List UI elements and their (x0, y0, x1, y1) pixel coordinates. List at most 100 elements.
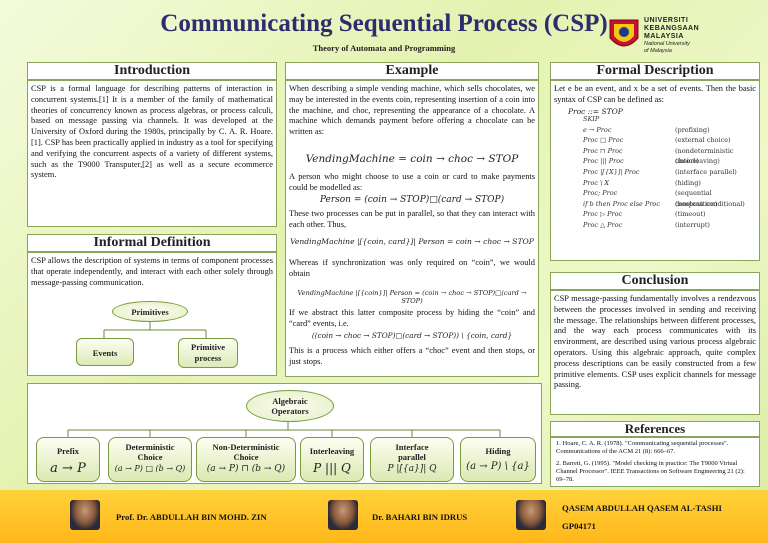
syntax-expression: Proc □ Proc (583, 136, 624, 145)
footer-bar (0, 490, 768, 543)
syntax-row: Proc ⊓ Proc (nondeterministic choice) (555, 146, 755, 166)
syntax-row: SKIP (555, 114, 755, 125)
author-1-photo (70, 500, 100, 530)
syntax-expression: Proc ||| Proc (583, 157, 624, 166)
example-para-1: When describing a simple vending machine… (289, 84, 535, 137)
operator-interface-parallel: Interface parallel P |[{a}]| Q (370, 437, 454, 482)
author-3-id: GP04171 (562, 521, 596, 531)
introduction-panel (27, 80, 277, 227)
example-para-2: A person who might choose to use a coin … (289, 172, 535, 192)
syntax-expression: Proc \ X (583, 178, 609, 187)
example-formula-4: VendingMachine |[{coin}]| Person = (coin… (297, 289, 527, 305)
introduction-heading: Introduction (27, 62, 277, 80)
formal-heading: Formal Description (550, 62, 760, 80)
syntax-row: if b then Proc else Proc (boolean conditi… (555, 199, 755, 210)
example-panel (285, 80, 539, 377)
syntax-row: Proc ▷ Proc (timeout) (555, 209, 755, 220)
conclusion-text: CSP message-passing fundamentally involv… (554, 294, 756, 390)
syntax-row: Proc; Proc(sequential composition) (555, 188, 755, 208)
operator-hiding-label: Hiding (485, 446, 511, 456)
introduction-text: CSP is a formal language for describing … (31, 84, 273, 180)
example-para-5: If we abstract this latter composite pro… (289, 308, 535, 328)
syntax-row: e → Proc (prefixing) (555, 125, 755, 136)
syntax-description: (interleaving) (675, 157, 720, 166)
operator-interleaving-label: Interleaving (309, 446, 355, 456)
syntax-expression: Proc △ Proc (583, 220, 623, 229)
formal-panel (550, 80, 760, 261)
syntax-expression: e → Proc (583, 125, 612, 134)
informal-heading: Informal Definition (27, 234, 277, 252)
primitives-node: Primitives (112, 301, 188, 322)
syntax-expression: Proc |[{X}]| Proc (583, 167, 640, 176)
poster-subtitle: Theory of Automata and Programming (312, 43, 456, 53)
syntax-description: (timeout) (675, 210, 706, 219)
syntax-row: Proc △ Proc (interrupt) (555, 220, 755, 231)
example-formula-3: VendingMachine |[{coin, card}]| Person =… (290, 237, 534, 246)
example-para-6: This is a process which either offers a … (289, 346, 535, 366)
syntax-description: (boolean conditional) (675, 199, 745, 208)
university-name-line2: KEBANGSAAN (644, 25, 700, 32)
university-name-line1: UNIVERSITI (644, 17, 689, 24)
syntax-description: (external choice) (675, 136, 731, 145)
reference-1: 1. Hoare, C. A. R. (1978). "Communicatin… (556, 440, 729, 456)
references-panel (550, 437, 760, 487)
informal-text: CSP allows the description of systems in… (31, 256, 273, 287)
syntax-expression: Proc; Proc (583, 189, 618, 198)
university-logo: UNIVERSITI KEBANGSAAN MALAYSIA National … (608, 14, 748, 58)
operator-deterministic-symbol: (a → P) □ (b → Q) (114, 464, 186, 473)
operator-interleaving: Interleaving P ||| Q (300, 437, 364, 482)
syntax-row: Proc □ Proc (external choice) (555, 135, 755, 146)
syntax-description: (nondeterministic choice) (675, 146, 734, 166)
operator-prefix-label: Prefix (56, 446, 80, 456)
syntax-description: (hiding) (675, 178, 701, 187)
reference-2: 2. Barrett, G. (1995). "Model checking i… (556, 460, 745, 484)
syntax-expression: SKIP (583, 115, 600, 123)
syntax-expression: Proc ⊓ Proc (583, 146, 623, 155)
operators-heading-line1: Algebraic (272, 396, 308, 406)
operator-interface-symbol: P |[{a}]| Q (387, 464, 437, 474)
operator-prefix: Prefix a → P (36, 437, 100, 482)
primitive-process-label-line1: Primitive (191, 342, 225, 352)
poster-title: Communicating Sequential Process (CSP) (160, 10, 608, 37)
operator-prefix-symbol: a → P (50, 461, 86, 476)
syntax-expression: Proc ▷ Proc (583, 210, 623, 219)
operator-hiding-symbol: (a → P) \ {a} (466, 461, 530, 472)
syntax-description: (prefixing) (675, 125, 710, 134)
syntax-description: (interface parallel) (675, 167, 737, 176)
operators-heading-line2: Operators (271, 406, 309, 416)
operator-nondeterministic-label-line1: Non-Deterministic (212, 442, 280, 452)
operator-interleaving-symbol: P ||| Q (313, 461, 351, 475)
author-1-name: Prof. Dr. ABDULLAH BIN MOHD. ZIN (116, 512, 267, 522)
references-heading: References (550, 421, 760, 437)
university-en-line2: of Malaysia (644, 47, 672, 54)
operator-nondeterministic-symbol: (a → P) ⊓ (b → Q) (206, 464, 286, 474)
example-para-3: These two processes can be put in parall… (289, 209, 535, 229)
syntax-description: (interrupt) (675, 220, 710, 229)
operator-deterministic-label-line1: Deterministic (125, 442, 175, 452)
operator-hiding: Hiding (a → P) \ {a} (460, 437, 536, 482)
example-para-4: Whereas if synchronization was only requ… (289, 258, 535, 278)
syntax-row: Proc |[{X}]| Proc (interface parallel) (555, 167, 755, 178)
primitive-process-node: Primitive process (178, 338, 238, 368)
algebraic-operators-node: Algebraic Operators (246, 390, 334, 422)
operator-deterministic-choice: Deterministic Choice (a → P) □ (b → Q) (108, 437, 192, 482)
university-en-line1: National University (644, 41, 690, 47)
ukm-emblem-icon (609, 19, 639, 47)
conclusion-heading: Conclusion (550, 272, 760, 290)
operator-nondeterministic-choice: Non-Deterministic Choice (a → P) ⊓ (b → … (196, 437, 296, 482)
primitive-process-label-line2: process (194, 353, 222, 363)
operator-interface-label-line1: Interface (395, 442, 429, 452)
syntax-row: Proc ||| Proc (interleaving) (555, 156, 755, 167)
syntax-expression: if b then Proc else Proc (583, 199, 660, 208)
formal-syntax-table: SKIP e → Proc (prefixing) Proc □ Proc (exter… (555, 114, 755, 231)
university-name-line3: MALAYSIA (644, 33, 684, 40)
example-formula-2: Person = (coin → STOP)□(card → STOP) (319, 195, 505, 205)
operator-interface-label-line2: parallel (398, 452, 426, 462)
author-3-name: QASEM ABDULLAH QASEM AL-TASHI (562, 503, 722, 513)
author-2-name: Dr. BAHARI BIN IDRUS (372, 512, 468, 522)
syntax-row: Proc \ X (hiding) (555, 178, 755, 189)
example-formula-5: ((coin → choc → STOP)□(card → STOP)) \ {… (311, 331, 513, 340)
conclusion-panel (550, 290, 760, 415)
events-node: Events (76, 338, 134, 366)
formal-text: Let e be an event, and x be a set of eve… (554, 84, 756, 104)
